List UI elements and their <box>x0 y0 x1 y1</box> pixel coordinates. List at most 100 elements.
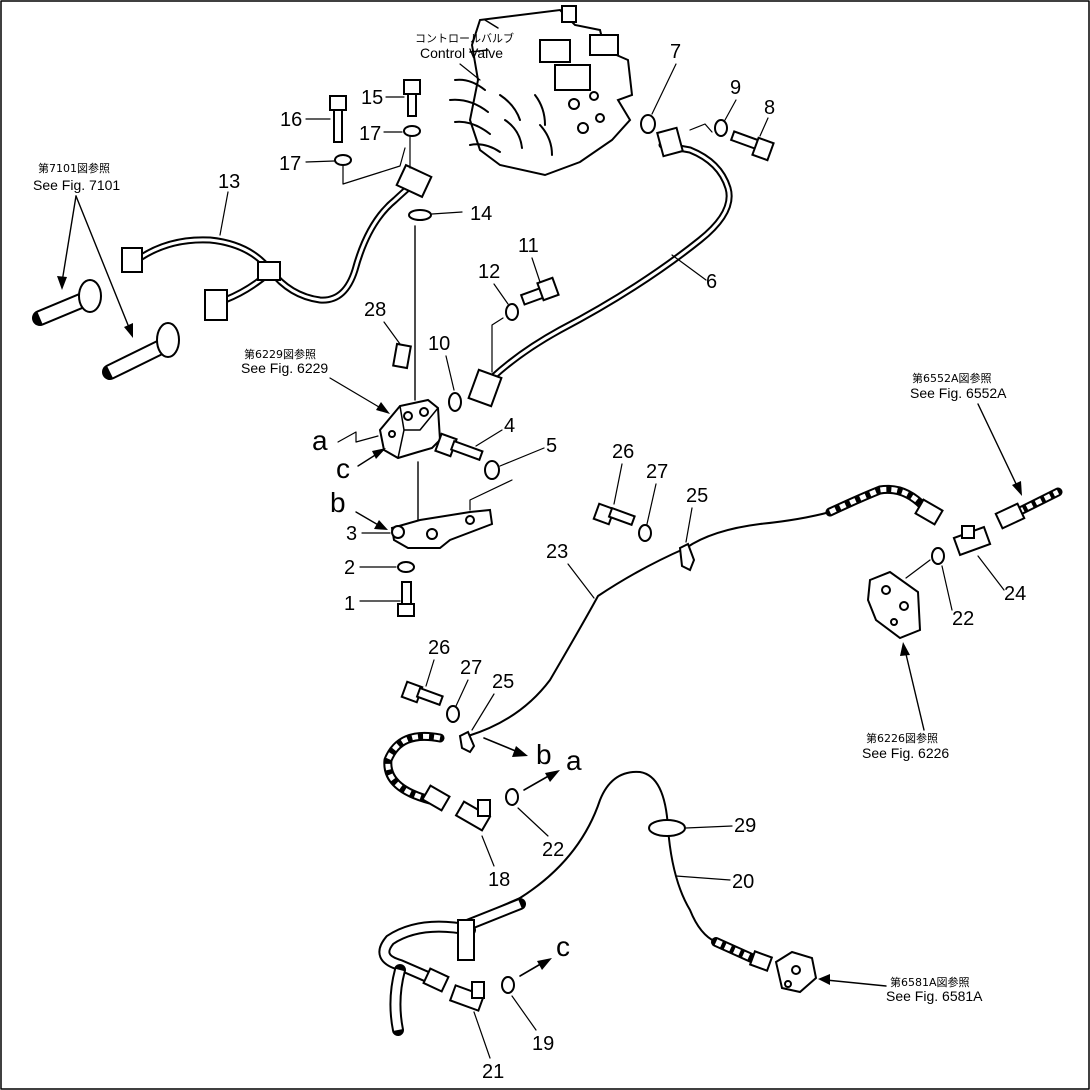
part-3-ring <box>391 525 405 539</box>
washer-9 <box>714 119 728 137</box>
part-2-label: 2 <box>344 557 355 579</box>
leader-24 <box>977 555 1005 591</box>
control-valve-jp-label: コントロールバルブ <box>415 31 514 45</box>
part-9-label: 9 <box>730 77 741 99</box>
washer-12 <box>505 303 519 321</box>
leader-23 <box>567 563 595 599</box>
bolt-16 <box>329 95 347 143</box>
fig6581a-jp-label: 第6581A図参照 <box>890 975 970 989</box>
part-6-label: 6 <box>706 271 717 293</box>
bolt-4 <box>434 432 484 462</box>
control-valve <box>449 5 634 177</box>
o-ring-19 <box>501 976 515 994</box>
leader-18 <box>481 835 495 867</box>
clamp-29 <box>648 819 686 837</box>
leader-26-lower <box>425 659 435 687</box>
part-14-label: 14 <box>470 203 492 225</box>
part-19-label: 19 <box>532 1033 554 1055</box>
washer-17-right <box>403 125 421 137</box>
leader-fig6229 <box>329 377 385 411</box>
part-4-label: 4 <box>504 415 515 437</box>
fig6229-label: See Fig. 6229 <box>241 360 328 376</box>
fig6229-jp-label: 第6229図参照 <box>244 347 316 361</box>
connection-c-right: c <box>556 931 570 962</box>
bolt-path-11 <box>491 317 504 373</box>
leader-27-lower <box>455 679 469 707</box>
leader-19 <box>511 995 537 1031</box>
connection-a-left: a <box>312 425 328 456</box>
hose-23 <box>383 484 944 812</box>
elbow-18 <box>454 799 492 832</box>
leader-12 <box>493 283 509 305</box>
o-ring-22-lower <box>505 788 519 806</box>
leader-8 <box>759 117 769 137</box>
washer-5 <box>484 460 500 480</box>
leader-5 <box>499 447 545 467</box>
washer-17-left <box>334 154 352 166</box>
bolt-path-4 <box>469 479 513 511</box>
leader-25-upper <box>685 507 693 543</box>
leader-28 <box>383 321 401 345</box>
leader-fig6226 <box>904 649 925 731</box>
washer-27-lower <box>446 705 460 723</box>
part-29-label: 29 <box>734 815 756 837</box>
plug-28 <box>392 342 412 370</box>
leader-4 <box>475 429 503 447</box>
leader-20 <box>675 875 731 881</box>
clamp-25-upper <box>678 542 696 572</box>
block-6226 <box>866 570 922 640</box>
leader-27-upper <box>646 483 657 525</box>
pipe-stub-upper <box>32 279 102 326</box>
arrow-a-left <box>337 431 379 443</box>
washer-2 <box>397 561 415 573</box>
part-16-label: 16 <box>280 109 302 131</box>
part-21-label: 21 <box>482 1061 504 1083</box>
part-11-label: 11 <box>518 235 539 257</box>
fig7101-label: See Fig. 7101 <box>33 177 120 193</box>
connection-line-24 <box>905 559 931 579</box>
control-valve-label: Control Valve <box>420 45 503 61</box>
bolt-8 <box>729 130 775 162</box>
bolt-path-left <box>342 147 406 185</box>
clamp-25-lower <box>458 730 476 754</box>
leader-11 <box>531 257 541 283</box>
leader-fig6581a <box>825 979 887 987</box>
o-ring-7 <box>640 114 656 134</box>
valve-block <box>378 398 442 460</box>
leader-22-right <box>941 565 953 611</box>
part-23-label: 23 <box>546 541 568 563</box>
part-8-label: 8 <box>764 97 775 119</box>
part-18-label: 18 <box>488 869 510 891</box>
tube-6 <box>467 126 733 408</box>
bolt-26-lower <box>400 680 444 707</box>
connection-c-left: c <box>336 453 350 484</box>
washer-27-upper <box>638 524 652 542</box>
fig6226-label: See Fig. 6226 <box>862 745 949 761</box>
part-15-label: 15 <box>361 87 383 109</box>
connection-a-right: a <box>566 745 582 776</box>
o-ring-22-right <box>931 547 945 565</box>
bolt-11 <box>519 276 560 306</box>
fig7101-jp-label: 第7101図参照 <box>38 161 110 175</box>
valve-6581a <box>774 950 818 994</box>
leader-7 <box>651 63 677 115</box>
leader-control-valve <box>459 63 481 81</box>
part-7-label: 7 <box>670 41 681 63</box>
part-22-right-label: 22 <box>952 608 974 630</box>
bolt-26-upper <box>592 502 636 527</box>
hose-20 <box>378 770 774 1036</box>
leader-26-upper <box>613 463 623 505</box>
bracket <box>390 508 494 549</box>
leader-25-lower <box>471 693 495 731</box>
part-3-label: 3 <box>346 523 357 545</box>
bolt-1 <box>397 581 415 617</box>
hose-end-6552a <box>994 487 1063 530</box>
part-17-left-label: 17 <box>279 153 301 175</box>
leader-22-lower <box>517 807 549 837</box>
leader-17-left <box>305 160 335 163</box>
part-25-lower-label: 25 <box>492 671 514 693</box>
fig6226-jp-label: 第6226図参照 <box>866 731 938 745</box>
